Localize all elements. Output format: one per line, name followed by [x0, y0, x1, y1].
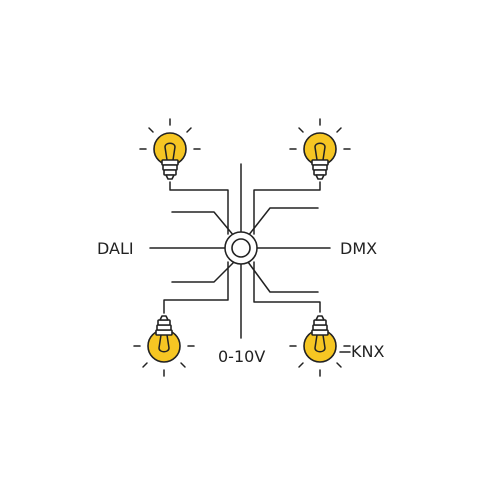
- wire-top-right-bulb: [253, 181, 321, 235]
- label-dali: DALI: [97, 239, 134, 258]
- wire-bottom-left-branch: [171, 261, 235, 283]
- wire-top-left-bulb: [169, 181, 229, 235]
- light-bulb-icon-bottom-left: [133, 315, 195, 377]
- wire-bottom-left-bulb: [163, 261, 229, 314]
- wiring: [149, 163, 331, 339]
- wire-bottom-right-bulb: [253, 261, 321, 313]
- connector-hub-icon: [224, 231, 258, 265]
- label-dmx: DMX: [340, 239, 377, 258]
- light-bulb-icon-top-left: [139, 118, 201, 180]
- light-bulb-icon-bottom-right: [289, 315, 351, 377]
- label-0-10v: 0-10V: [218, 347, 265, 366]
- wire-top-left-branch: [171, 211, 235, 237]
- label-knx: KNX: [351, 342, 384, 361]
- light-bulb-icon-top-right: [289, 118, 351, 180]
- wire-top-right-branch: [247, 207, 319, 237]
- wire-bottom-right-branch: [247, 261, 319, 293]
